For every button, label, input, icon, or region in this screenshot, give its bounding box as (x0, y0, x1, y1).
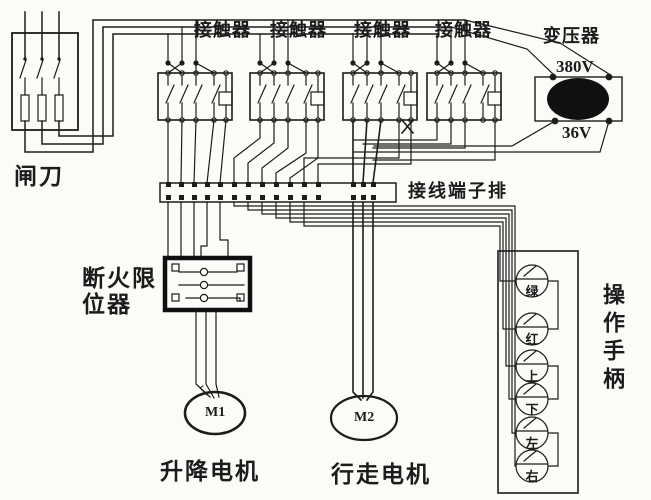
contactor-1 (157, 19, 233, 123)
knife-switch (11, 11, 79, 131)
strip-to-handle-bundle (233, 201, 517, 467)
terminal-strip (159, 182, 397, 203)
handle-button-down[interactable]: 下 (525, 402, 539, 417)
motor-m1-caption: 升降电机 (160, 459, 260, 484)
fire-break-limiter (162, 255, 253, 313)
motor-m1-label: M1 (205, 405, 226, 420)
terminal-strip-label: 接线端子排 (408, 181, 508, 201)
phase-bus-wires (24, 19, 610, 153)
voltage-primary-label: 380V (556, 57, 594, 76)
contactor-label-2: 接触器 (270, 20, 327, 40)
strip-to-m2-wires (352, 201, 374, 402)
operation-handle (497, 250, 579, 494)
motor-m2-caption: 行走电机 (331, 462, 431, 487)
handle-button-green[interactable]: 绿 (525, 284, 539, 299)
handle-label: 操作手柄 (600, 283, 625, 395)
handle-button-up[interactable]: 上 (525, 369, 539, 384)
transformer (352, 73, 623, 153)
limiter-to-m1-wires (195, 309, 220, 399)
contactor-label-3: 接触器 (354, 20, 411, 40)
contactor-to-strip-wires (167, 118, 496, 184)
handle-button-right[interactable]: 右 (525, 469, 539, 484)
limiter-label: 断火限 位器 (82, 266, 157, 317)
contactor-label-4: 接触器 (435, 20, 492, 40)
contactors (157, 19, 502, 123)
transformer-label: 变压器 (543, 26, 600, 46)
motor-m2 (329, 394, 399, 442)
motor-m1 (183, 390, 247, 436)
voltage-secondary-label: 36V (562, 123, 592, 142)
contactor-label-1: 接触器 (194, 20, 251, 40)
knife-switch-label: 闸刀 (14, 164, 64, 189)
motor-m2-label: M2 (354, 410, 375, 425)
strip-to-limiter-wires (167, 201, 229, 259)
handle-button-red[interactable]: 红 (525, 332, 539, 347)
handle-button-left[interactable]: 左 (525, 436, 539, 451)
contactor-3 (342, 19, 418, 123)
